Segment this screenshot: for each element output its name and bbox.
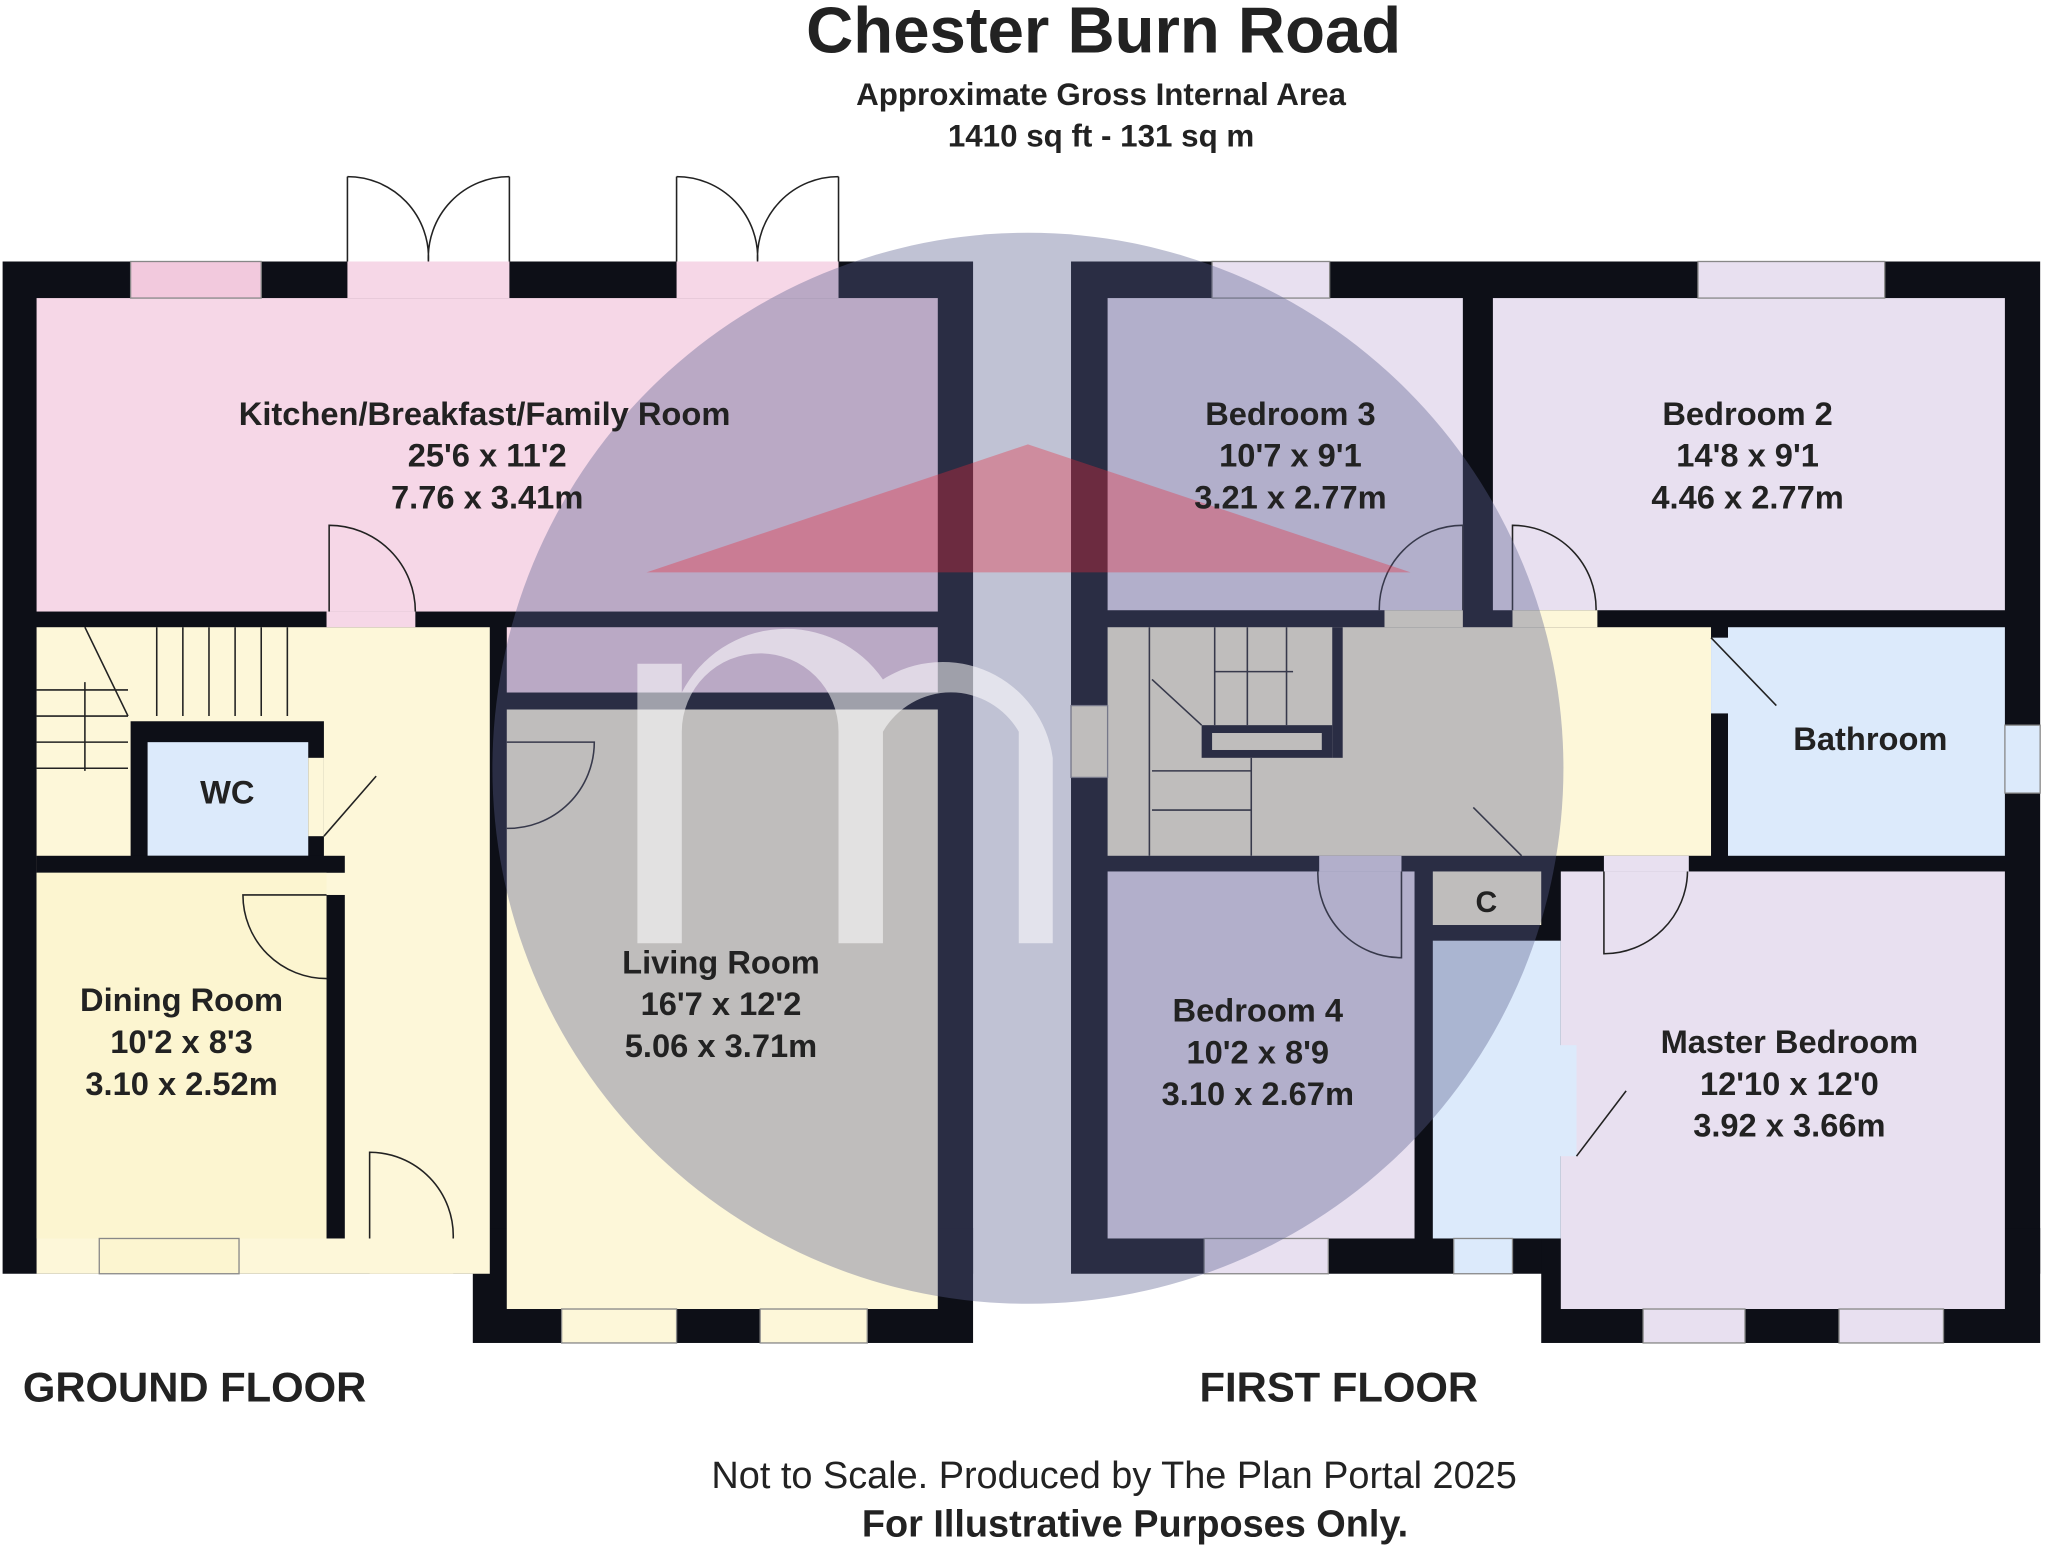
svg-text:5.06 x 3.71m: 5.06 x 3.71m xyxy=(625,1027,817,1064)
bedroom-3 xyxy=(1107,298,1463,611)
svg-text:3.10 x 2.67m: 3.10 x 2.67m xyxy=(1162,1075,1354,1112)
cupboard xyxy=(1432,871,1542,926)
watermark-logo xyxy=(492,232,1564,1304)
ground-floor-label: GROUND FLOOR xyxy=(23,1364,367,1411)
svg-text:7.76 x 3.41m: 7.76 x 3.41m xyxy=(391,478,583,515)
svg-text:16'7 x 12'2: 16'7 x 12'2 xyxy=(641,985,802,1022)
svg-text:3.92 x 3.66m: 3.92 x 3.66m xyxy=(1693,1107,1885,1144)
ground-floor xyxy=(2,175,974,1344)
svg-text:Bedroom 2: Bedroom 2 xyxy=(1662,395,1833,432)
svg-text:3.10 x 2.52m: 3.10 x 2.52m xyxy=(85,1065,277,1102)
room-bathroom-label: Bathroom xyxy=(1793,720,1947,757)
dining-room xyxy=(36,872,327,1239)
disclaimer-text: Not to Scale. Produced by The Plan Porta… xyxy=(711,1455,1516,1497)
svg-text:10'2 x 8'3: 10'2 x 8'3 xyxy=(110,1023,253,1060)
svg-text:3.21 x 2.77m: 3.21 x 2.77m xyxy=(1194,478,1386,515)
room-kitchen-label: Kitchen/Breakfast/Family Room 25'6 x 11'… xyxy=(239,395,731,516)
subtitle: Approximate Gross Internal Area xyxy=(856,77,1346,112)
room-bedroom4-label: Bedroom 4 10'2 x 8'9 3.10 x 2.67m xyxy=(1162,992,1354,1113)
svg-text:Living Room: Living Room xyxy=(622,943,820,980)
svg-text:Bedroom 3: Bedroom 3 xyxy=(1205,395,1376,432)
svg-text:10'2 x 8'9: 10'2 x 8'9 xyxy=(1186,1033,1329,1070)
illustrative-note: For Illustrative Purposes Only. xyxy=(862,1503,1408,1545)
page-title: Chester Burn Road xyxy=(806,0,1401,67)
gross-area: 1410 sq ft - 131 sq m xyxy=(948,119,1254,154)
svg-text:10'7 x 9'1: 10'7 x 9'1 xyxy=(1219,437,1362,474)
svg-text:Master Bedroom: Master Bedroom xyxy=(1661,1023,1919,1060)
bathroom xyxy=(1728,627,2005,856)
svg-text:4.46 x 2.77m: 4.46 x 2.77m xyxy=(1651,478,1843,515)
svg-text:Bedroom 4: Bedroom 4 xyxy=(1173,992,1344,1029)
first-floor-label: FIRST FLOOR xyxy=(1200,1364,1479,1411)
bedroom-4 xyxy=(1107,871,1415,1239)
svg-text:25'6 x 11'2: 25'6 x 11'2 xyxy=(408,437,567,474)
master-bedroom xyxy=(1560,871,2005,1310)
svg-text:12'10 x 12'0: 12'10 x 12'0 xyxy=(1700,1065,1879,1102)
svg-text:Kitchen/Breakfast/Family Room: Kitchen/Breakfast/Family Room xyxy=(239,395,731,432)
room-dining-label: Dining Room 10'2 x 8'3 3.10 x 2.52m xyxy=(80,981,283,1102)
closet xyxy=(1432,940,1561,1239)
room-living-label: Living Room 16'7 x 12'2 5.06 x 3.71m xyxy=(622,943,820,1064)
room-bedroom3-label: Bedroom 3 10'7 x 9'1 3.21 x 2.77m xyxy=(1194,395,1386,516)
room-wc-label: WC xyxy=(200,774,254,811)
kitchen-room xyxy=(36,298,938,612)
svg-text:14'8 x 9'1: 14'8 x 9'1 xyxy=(1676,437,1819,474)
first-floor xyxy=(1070,260,2041,1344)
room-cupboard-label: C xyxy=(1476,886,1498,919)
room-bedroom2-label: Bedroom 2 14'8 x 9'1 4.46 x 2.77m xyxy=(1651,395,1843,516)
room-master-label: Master Bedroom 12'10 x 12'0 3.92 x 3.66m xyxy=(1661,1023,1919,1144)
wc-room xyxy=(147,742,309,856)
svg-text:Dining Room: Dining Room xyxy=(80,981,283,1018)
